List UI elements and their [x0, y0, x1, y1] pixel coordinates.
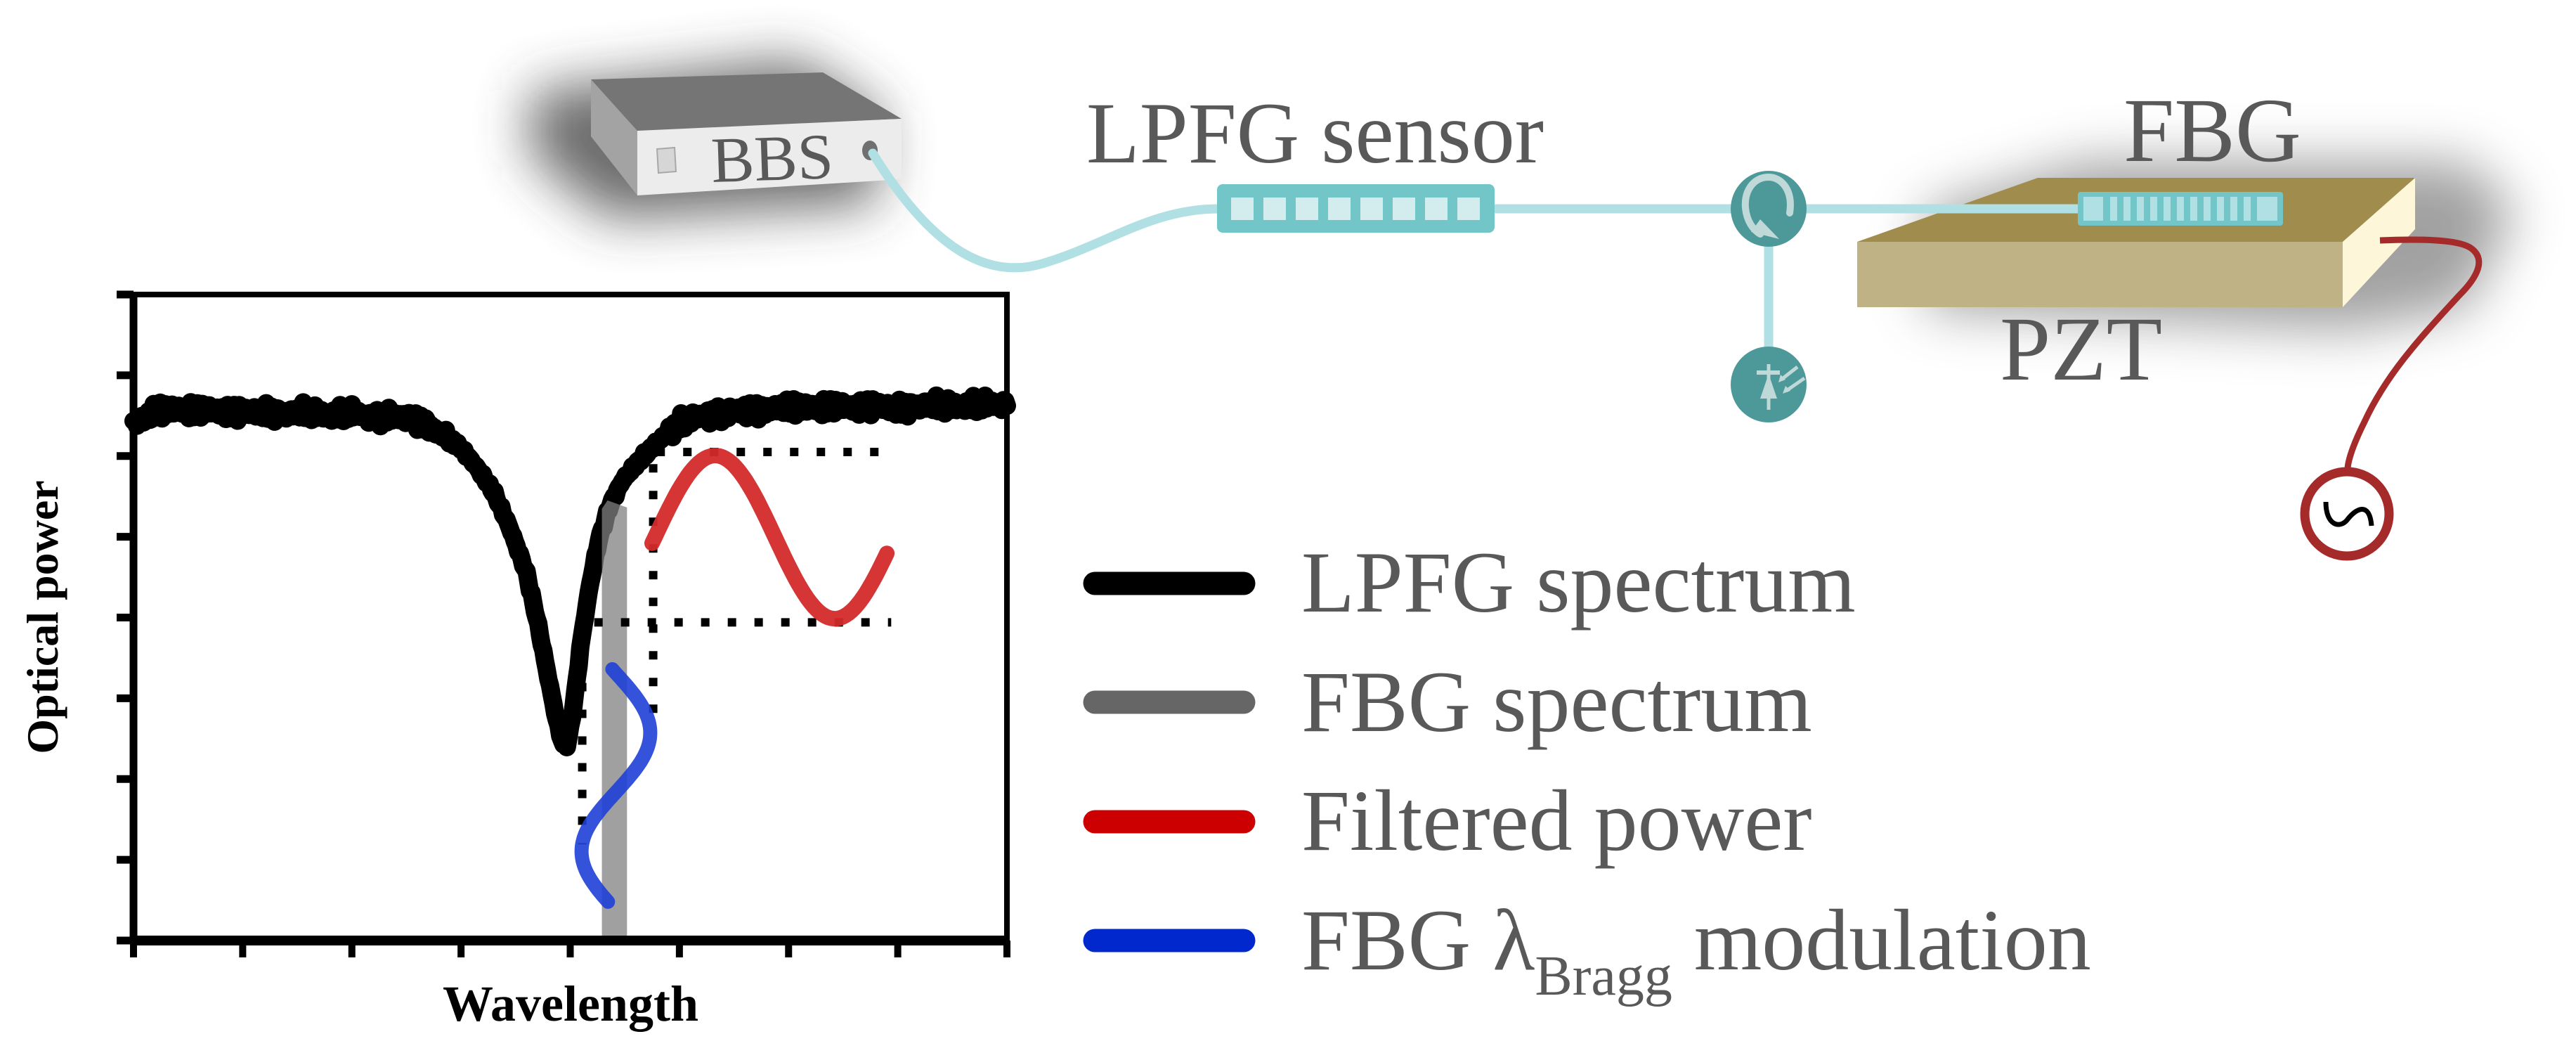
grating-cell [2137, 197, 2144, 221]
fbg-grating: FBG [2078, 80, 2301, 226]
legend-label-subscript: Bragg [1535, 945, 1672, 1007]
plot-area [117, 290, 1016, 957]
signal-generator-ring [2300, 467, 2394, 561]
signal-generator [2300, 467, 2394, 561]
photodetector [1731, 347, 1807, 422]
bbs-top-face [591, 72, 902, 131]
setup-schematic: BBS LPFG sensor [531, 60, 2516, 561]
fbg-grating-cells [2083, 197, 2277, 221]
bbs-left-face [591, 79, 637, 195]
bragg-modulation-line [574, 662, 658, 909]
legend-label-main: FBG λ [1301, 892, 1535, 988]
legend-label: FBG spectrum [1301, 654, 1812, 750]
spectrum-chart: Optical power Wavelength [18, 290, 1016, 1032]
grating-cell [2230, 197, 2237, 221]
grating-cell [1296, 198, 1318, 220]
legend: LPFG spectrum FBG spectrum Filtered powe… [1083, 534, 2091, 1007]
grating-cell [1263, 198, 1286, 220]
grating-cell [2257, 197, 2277, 221]
pzt-label: PZT [2000, 299, 2162, 400]
grating-cell [2177, 197, 2184, 221]
y-axis-label: Optical power [18, 480, 67, 754]
legend-label: LPFG spectrum [1301, 534, 1856, 631]
bbs-power-button [656, 146, 677, 174]
legend-item-filtered: Filtered power [1083, 773, 1812, 869]
grating-cell [2110, 197, 2117, 221]
grating-cell [1328, 198, 1351, 220]
pzt-front-face [1857, 242, 2343, 307]
lpfg-sensor-label: LPFG sensor [1086, 85, 1544, 181]
fiber-bbs-to-lpfg [868, 148, 1224, 273]
electrical-wire [2344, 236, 2483, 470]
fbg-label: FBG [2123, 80, 2301, 181]
legend-item-lpfg: LPFG spectrum [1083, 534, 1856, 631]
grating-cell [1425, 198, 1448, 220]
grating-cell [1231, 198, 1254, 220]
lpfg-spectrum-line [124, 386, 1016, 756]
legend-label-tail: modulation [1672, 892, 2091, 988]
grating-cell [1393, 198, 1415, 220]
filtered-power-line [644, 448, 895, 627]
grating-cell [2190, 197, 2197, 221]
lpfg-grating-body [1217, 184, 1495, 233]
circulator [1731, 171, 1807, 247]
bbs-front-face [637, 119, 902, 195]
grating-cell [2150, 197, 2157, 221]
sine-wave-icon [2323, 501, 2374, 527]
grating-cell [2217, 197, 2224, 221]
grating-cell [1457, 198, 1480, 220]
bbs-label: BBS [710, 120, 834, 196]
pzt-side-face [2343, 178, 2415, 307]
legend-label: FBG λBragg modulation [1301, 892, 2091, 1007]
grating-cell [2164, 197, 2171, 221]
legend-item-fbg: FBG spectrum [1083, 654, 1812, 750]
circulator-icon [1741, 173, 1794, 239]
grating-cell [2123, 197, 2131, 221]
grating-cell [2204, 197, 2211, 221]
fbg-spectrum-band [601, 500, 627, 941]
grating-cell [2244, 197, 2251, 221]
x-axis-label: Wavelength [443, 976, 698, 1032]
lpfg-grating-cells [1231, 198, 1480, 220]
grating-cell [1360, 198, 1383, 220]
grating-cell [2083, 197, 2103, 221]
lpfg-sensor: LPFG sensor [1086, 85, 1544, 233]
bbs-instrument: BBS [531, 60, 902, 218]
photodiode-icon [1757, 364, 1806, 410]
legend-label: Filtered power [1301, 773, 1812, 869]
legend-item-bragg: FBG λBragg modulation [1083, 892, 2091, 1007]
